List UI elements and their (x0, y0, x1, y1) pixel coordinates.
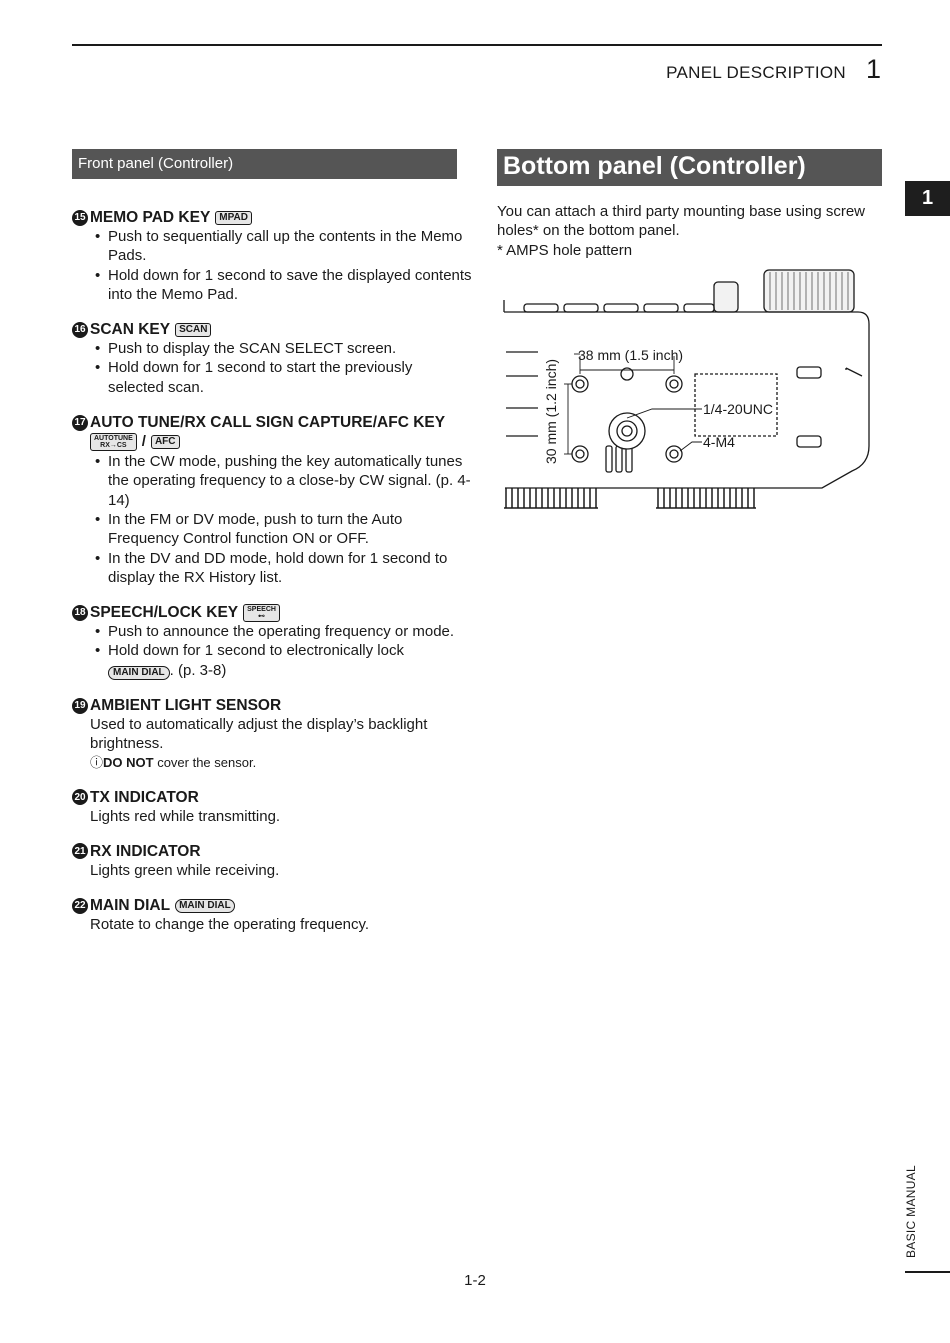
bottom-panel-body: You can attach a third party mounting ba… (497, 203, 865, 240)
slot-icon (796, 366, 822, 379)
bullet: Hold down for 1 second to save the displ… (90, 266, 472, 305)
side-label: BASIC MANUAL (904, 1162, 924, 1258)
item-heading: 18 SPEECH/LOCK KEY SPEECH ⊷ (72, 603, 472, 622)
main-dial-key-icon: MAIN DIAL (175, 898, 235, 913)
item-heading: 15 MEMO PAD KEY MPAD (72, 208, 472, 227)
m4-hole-icon (571, 445, 589, 463)
slot-icon (796, 435, 822, 448)
item-tx-indicator: 20 TX INDICATOR Lights red while transmi… (72, 788, 472, 826)
large-knob-icon (763, 269, 855, 313)
item-speech-lock-key: 18 SPEECH/LOCK KEY SPEECH ⊷ Push to anno… (72, 603, 472, 680)
key-separator: / (141, 433, 146, 451)
top-center-hole-icon (620, 367, 634, 381)
bullet: Push to announce the operating frequency… (90, 622, 472, 642)
info-icon: ⓘ (90, 754, 104, 770)
m4-hole-icon (665, 445, 683, 463)
scan-key-icon: SCAN (175, 322, 212, 337)
bullet: Push to sequentially call up the content… (90, 227, 472, 266)
item-auto-tune-key: 17 AUTO TUNE/RX CALL SIGN CAPTURE/AFC KE… (72, 413, 472, 587)
footnote: * AMPS hole pattern (497, 241, 633, 259)
section-title-bottom-panel: Bottom panel (Controller) (497, 149, 882, 186)
item-heading: 19 AMBIENT LIGHT SENSOR (72, 696, 472, 715)
item-number-badge: 21 (72, 843, 88, 860)
key-icons-line: AUTOTUNE RX→CS / AFC (72, 432, 472, 452)
afc-key-icon: AFC (150, 435, 180, 450)
item-rx-indicator: 21 RX INDICATOR Lights green while recei… (72, 842, 472, 880)
bullet: In the CW mode, pushing the key automati… (90, 452, 472, 510)
running-head: PANEL DESCRIPTION (666, 63, 846, 82)
side-rule (905, 1271, 950, 1273)
dim-horizontal-label: 38 mm (1.5 inch) (578, 347, 683, 363)
chapter-number: 1 (866, 54, 882, 84)
bottom-panel-text: You can attach a third party mounting ba… (497, 202, 882, 260)
item-title: SPEECH/LOCK KEY (90, 604, 239, 622)
item-number-badge: 16 (72, 321, 88, 338)
bullet: In the DV and DD mode, hold down for 1 s… (90, 549, 472, 588)
item-heading: 16 SCAN KEY SCAN (72, 320, 472, 339)
side-label-text: BASIC MANUAL (904, 1165, 918, 1258)
callout-m4-label: 4-M4 (703, 434, 735, 450)
item-title: AMBIENT LIGHT SENSOR (90, 697, 282, 715)
bullet-text: Hold down for 1 second to electronically… (108, 642, 404, 660)
item-title: TX INDICATOR (90, 788, 199, 806)
note-text: cover the sensor. (153, 754, 257, 770)
main-dial-key-icon: MAIN DIAL (108, 665, 170, 680)
bullet: Hold down for 1 second to electronically… (90, 641, 472, 680)
item-number-badge: 18 (72, 604, 88, 621)
bullet: Push to display the SCAN SELECT screen. (90, 339, 472, 359)
body-outline (504, 311, 870, 489)
item-number-badge: 15 (72, 209, 88, 226)
autotune-rx-cs-key-icon: AUTOTUNE RX→CS (90, 433, 137, 452)
page-reference: . (p. 3-8) (169, 661, 227, 679)
speech-lock-key-icon: SPEECH ⊷ (243, 603, 280, 622)
item-memo-pad-key: 15 MEMO PAD KEY MPAD Push to sequentiall… (72, 208, 472, 304)
item-ambient-light-sensor: 19 AMBIENT LIGHT SENSOR Used to automati… (72, 696, 472, 772)
item-number-badge: 19 (72, 697, 88, 714)
item-scan-key: 16 SCAN KEY SCAN Push to display the SCA… (72, 320, 472, 397)
note-emphasis: DO NOT (103, 754, 154, 770)
item-description: Rotate to change the operating frequency… (90, 916, 370, 934)
item-heading: 22 MAIN DIAL MAIN DIAL (72, 896, 472, 915)
bullet: In the FM or DV mode, push to turn the A… (90, 510, 472, 549)
small-knob-icon (713, 281, 739, 313)
item-description: Lights red while transmitting. (90, 807, 281, 825)
item-title: MEMO PAD KEY (90, 209, 211, 226)
callout-unc-label: 1/4-20UNC (703, 401, 773, 417)
mpad-key-icon: MPAD (215, 210, 252, 225)
item-heading: 20 TX INDICATOR (72, 788, 472, 807)
large-knob-knurl-icon (769, 272, 849, 310)
caution-note: ⓘDO NOT cover the sensor. (72, 754, 472, 772)
page-number: 1-2 (464, 1272, 486, 1289)
item-title: AUTO TUNE/RX CALL SIGN CAPTURE/AFC KEY (90, 414, 446, 432)
key-top-label: SPEECH (247, 605, 276, 613)
dim-vertical-label: 30 mm (1.2 inch) (543, 359, 559, 464)
key-top-label: AUTOTUNE (94, 435, 133, 443)
m4-hole-icon (665, 375, 683, 393)
item-heading: 17 AUTO TUNE/RX CALL SIGN CAPTURE/AFC KE… (72, 413, 472, 432)
chapter-tab[interactable]: 1 (905, 181, 950, 216)
item-number-badge: 22 (72, 897, 88, 914)
item-description: Lights green while receiving. (90, 861, 280, 879)
item-heading: 21 RX INDICATOR (72, 842, 472, 861)
top-rule (72, 44, 882, 46)
item-main-dial: 22 MAIN DIAL MAIN DIAL Rotate to change … (72, 896, 472, 934)
front-panel-items: 15 MEMO PAD KEY MPAD Push to sequentiall… (72, 208, 472, 951)
m4-hole-icon (571, 375, 589, 393)
bullet: Hold down for 1 second to start the prev… (90, 358, 472, 397)
item-number-badge: 17 (72, 414, 88, 431)
section-title-front-panel: Front panel (Controller) (72, 149, 457, 179)
item-description: Used to automatically adjust the display… (90, 716, 428, 753)
bottom-panel-diagram: 38 mm (1.5 inch) 30 mm (1.2 inch) 1/4-20… (503, 269, 870, 509)
item-title: SCAN KEY (90, 321, 171, 339)
bottom-feet-icon (504, 488, 756, 509)
item-title: RX INDICATOR (90, 842, 201, 860)
key-bottom-label: ⊷ (258, 612, 266, 620)
item-number-badge: 20 (72, 789, 88, 806)
item-title: MAIN DIAL (90, 897, 171, 915)
key-bottom-label: RX→CS (100, 442, 127, 450)
center-mount-hole-icon (608, 412, 646, 450)
